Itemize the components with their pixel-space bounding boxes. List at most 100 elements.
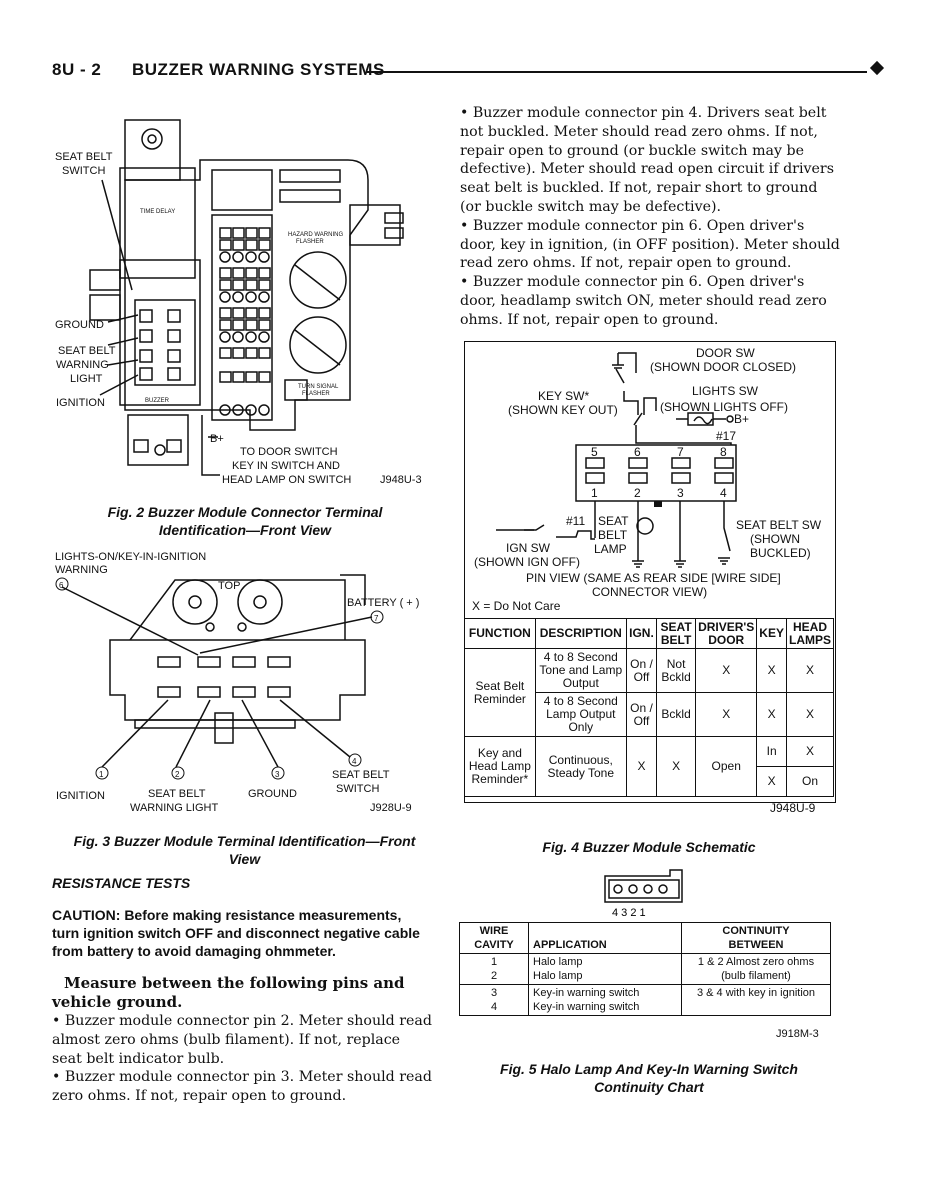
fig4-r3-key2: X bbox=[756, 766, 787, 797]
fig4-r2-desc: 4 to 8 Second Lamp Output Only bbox=[534, 692, 627, 737]
fig4-r2-key: X bbox=[756, 692, 787, 737]
fig5-cavity-3: 3 bbox=[490, 987, 498, 999]
fig4-label-door-shown: (SHOWN DOOR CLOSED) bbox=[650, 360, 796, 374]
fig2-caption-line1: Fig. 2 Buzzer Module Connector Terminal bbox=[107, 504, 383, 520]
fig5-app-3: Key-in warning switch bbox=[533, 987, 640, 999]
fig3-diagram: 6 LIGHTS-ON/KEY-IN-IGNITION WARNING TOP … bbox=[55, 551, 419, 814]
fig5-cont-a1: 1 & 2 Almost zero ohms bbox=[697, 956, 815, 968]
fig4-label-seat-belt-sw-2: (SHOWN bbox=[750, 532, 800, 546]
fig4-label-lights-sw: LIGHTS SW bbox=[692, 384, 759, 398]
fig5-app-2: Halo lamp bbox=[533, 970, 583, 982]
fig2-label-ignition: IGNITION bbox=[56, 397, 105, 409]
fig3-code: J928U-9 bbox=[370, 802, 412, 814]
svg-text:3: 3 bbox=[275, 770, 280, 779]
fig4-r1-off: Off bbox=[633, 669, 650, 684]
fig5-app-4: Key-in warning switch bbox=[533, 1001, 640, 1013]
fig2-label-light: LIGHT bbox=[70, 373, 103, 385]
fig4-r2-head: X bbox=[786, 692, 834, 737]
fig2-label-hazard: HAZARD WARNING bbox=[288, 232, 343, 238]
fig4-r3-ign: X bbox=[625, 736, 658, 797]
fig5-cont-a2: (bulb filament) bbox=[721, 970, 791, 982]
fig2-label-door-1: TO DOOR SWITCH bbox=[240, 446, 338, 458]
fig2-label-seat-belt: SEAT BELT bbox=[58, 345, 116, 357]
fig4-label-door-sw: DOOR SW bbox=[696, 346, 755, 360]
fig5-app-1: Halo lamp bbox=[533, 956, 583, 968]
fig4-caption: Fig. 4 Buzzer Module Schematic bbox=[542, 839, 756, 855]
fig5-th-cavity-1: WIRE bbox=[479, 925, 509, 937]
fig2-label-turn: TURN SIGNAL bbox=[298, 384, 339, 390]
fig5-cavity-4: 4 bbox=[490, 1001, 498, 1013]
fig4-r2-off: Off bbox=[633, 713, 650, 728]
fig4-pin-5: 5 bbox=[591, 445, 598, 459]
fig4-label-dnc: X = Do Not Care bbox=[472, 599, 561, 613]
diamond-icon bbox=[869, 60, 885, 76]
fig4-label-ign-shown: (SHOWN IGN OFF) bbox=[474, 555, 580, 569]
fig5-cavity-1: 1 bbox=[490, 956, 498, 968]
svg-text:7: 7 bbox=[374, 614, 379, 623]
fig4-pin-7: 7 bbox=[677, 445, 684, 459]
svg-text:4: 4 bbox=[352, 757, 357, 766]
fig2-label-hazard-2: FLASHER bbox=[296, 239, 324, 245]
fig4-r3-key1: In bbox=[756, 736, 787, 767]
fig4-key-head-reminder: Key and Head Lamp Reminder* bbox=[464, 736, 536, 797]
fig4-label-17: #17 bbox=[716, 429, 736, 443]
fig2-label-ground: GROUND bbox=[55, 319, 104, 331]
fig4-pin-4: 4 bbox=[720, 486, 727, 500]
fig4-label-b-plus: B+ bbox=[734, 412, 749, 426]
fig5-th-application: APPLICATION bbox=[528, 922, 682, 954]
fig2-label-time-delay: TIME DELAY bbox=[140, 209, 175, 215]
fig4-r3-head2: On bbox=[786, 766, 834, 797]
fig4-frame bbox=[464, 341, 836, 803]
fig4-th-ign: IGN. bbox=[625, 618, 658, 649]
fig2-label-seat-belt-switch: SEAT BELT bbox=[55, 151, 113, 163]
fig4-r1-belt: Not Bckld bbox=[656, 648, 697, 693]
fig5-th-continuity-1: CONTINUITY bbox=[722, 925, 790, 937]
fig2-caption: Fig. 2 Buzzer Module Connector Terminal … bbox=[60, 503, 430, 539]
fig5-caption-line2: Continuity Chart bbox=[594, 1079, 704, 1095]
fig4-th-head-lamps: HEAD LAMPS bbox=[786, 618, 834, 649]
fig4-r2-belt: Bckld bbox=[656, 692, 697, 737]
fig4-r1-key: X bbox=[756, 648, 787, 693]
fig2-label-warning: WARNING bbox=[56, 359, 109, 371]
fig4-r3-desc: Continuous, Steady Tone bbox=[534, 736, 627, 797]
fig4-table: FUNCTION DESCRIPTION IGN. SEAT BELT DRIV… bbox=[464, 618, 834, 797]
fig4-label-ign-sw: IGN SW bbox=[506, 541, 551, 555]
bullet-pin-6-headlamp: • Buzzer module connector pin 6. Open dr… bbox=[460, 274, 827, 328]
bullet-pin-6-key: • Buzzer module connector pin 6. Open dr… bbox=[460, 217, 840, 272]
fig4-label-key-shown: (SHOWN KEY OUT) bbox=[508, 403, 618, 417]
fig3-caption-line1: Fig. 3 Buzzer Module Terminal Identifica… bbox=[73, 833, 416, 849]
fig3-caption: Fig. 3 Buzzer Module Terminal Identifica… bbox=[52, 832, 437, 868]
fig4-th-description: DESCRIPTION bbox=[534, 618, 627, 649]
fig3-label-seat-belt: SEAT BELT bbox=[148, 788, 206, 800]
page-number: 8U - 2 bbox=[52, 60, 102, 79]
fig2-diagram: SEAT BELT SWITCH GROUND SEAT BELT WARNIN… bbox=[55, 119, 422, 486]
fig2-caption-line2: Identification—Front View bbox=[158, 522, 332, 538]
svg-text:2: 2 bbox=[175, 770, 180, 779]
fig4-r1-ign: On / Off bbox=[625, 648, 658, 693]
fig3-caption-line2: View bbox=[228, 851, 261, 867]
fig4-r1-door: X bbox=[695, 648, 758, 693]
fig2-label-b-plus: B+ bbox=[210, 433, 224, 445]
fig4-label-pin-view: PIN VIEW (SAME AS REAR SIDE [WIRE SIDE] bbox=[526, 571, 781, 585]
fig4-label-seat-belt-sw: SEAT BELT SW bbox=[736, 518, 822, 532]
fig5-th-cavity-2: CAVITY bbox=[474, 939, 514, 951]
fig4-pin-3: 3 bbox=[677, 486, 684, 500]
fig5-caption-line1: Fig. 5 Halo Lamp And Key-In Warning Swit… bbox=[500, 1061, 798, 1077]
fig4-label-seat: SEAT bbox=[598, 514, 629, 528]
fig4-r1-head: X bbox=[786, 648, 834, 693]
fig4-pin-2: 2 bbox=[634, 486, 641, 500]
fig4-schematic: DOOR SW (SHOWN DOOR CLOSED) KEY SW* (SHO… bbox=[472, 346, 822, 613]
fig4-r3-head1: X bbox=[786, 736, 834, 767]
right-body: • Buzzer module connector pin 4. Drivers… bbox=[460, 104, 840, 330]
fig4-th-seat-belt: SEAT BELT bbox=[656, 618, 697, 649]
fig3-label-ignition: IGNITION bbox=[56, 790, 105, 802]
fig4-label-key-sw: KEY SW* bbox=[538, 389, 589, 403]
fig4-seat-belt-reminder: Seat Belt Reminder bbox=[464, 648, 536, 737]
fig3-label-battery: BATTERY ( + ) bbox=[347, 597, 419, 609]
fig2-label-buzzer: BUZZER bbox=[145, 398, 170, 404]
fig4-th-drivers-door: DRIVER'S DOOR bbox=[695, 618, 758, 649]
fig3-label-top: TOP bbox=[218, 580, 240, 592]
